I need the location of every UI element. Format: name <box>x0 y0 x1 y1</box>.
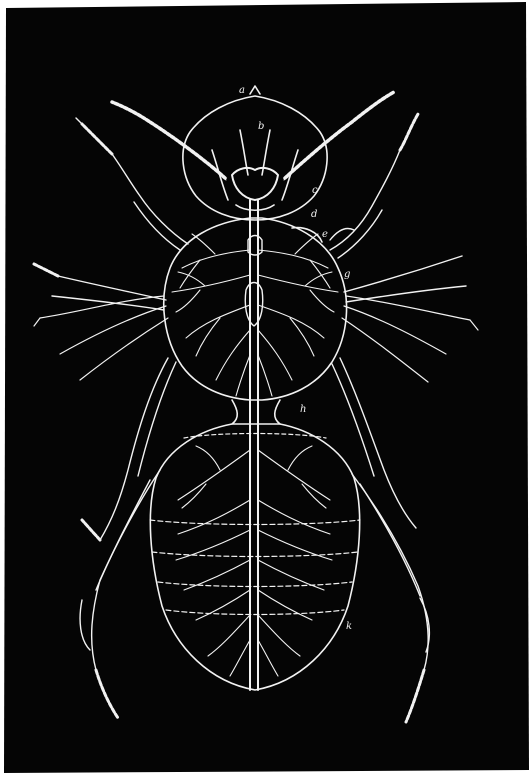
label-a: a <box>239 86 245 96</box>
label-k: k <box>346 622 352 632</box>
plate-background <box>4 2 529 773</box>
label-e: e <box>322 230 328 240</box>
label-g: g <box>344 270 350 280</box>
label-b: b <box>258 122 264 132</box>
label-d: d <box>311 210 317 220</box>
label-h: h <box>300 405 306 415</box>
label-c: c <box>312 186 318 196</box>
